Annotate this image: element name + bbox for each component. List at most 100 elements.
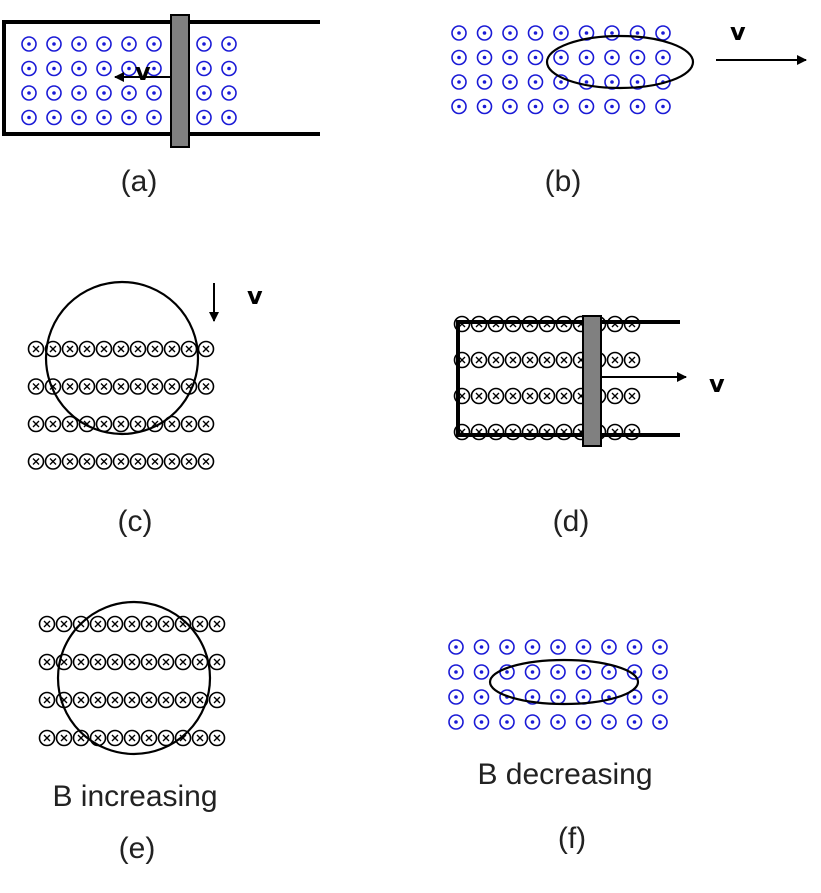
field-into-page-symbol	[521, 351, 539, 369]
wire-loop-b	[545, 34, 695, 90]
field-into-page-symbol	[112, 415, 130, 433]
field-into-page-symbol	[106, 691, 124, 709]
panel-c	[27, 280, 219, 470]
field-out-of-page-symbol	[46, 36, 62, 52]
field-into-page-symbol	[38, 729, 56, 747]
field-into-page-symbol	[106, 653, 124, 671]
field-into-page-symbol	[123, 691, 141, 709]
field-out-of-page-symbol	[527, 98, 544, 115]
field-into-page-symbol	[470, 387, 488, 405]
field-out-of-page-symbol	[121, 85, 137, 101]
field-into-page-symbol	[38, 653, 56, 671]
field-into-page-symbol	[72, 653, 90, 671]
field-out-of-page-symbol	[451, 98, 467, 115]
field-into-page-symbol	[129, 340, 147, 358]
field-into-page-symbol	[112, 378, 130, 395]
field-out-of-page-symbol	[550, 714, 566, 730]
field-out-of-page-symbol	[196, 36, 212, 52]
field-into-page-symbol	[197, 340, 215, 358]
field-into-page-symbol	[555, 387, 573, 405]
field-into-page-symbol	[140, 615, 158, 633]
field-into-page-symbol	[44, 453, 62, 470]
field-out-of-page-symbol	[96, 36, 112, 52]
field-into-page-symbol	[146, 378, 164, 395]
field-into-page-symbol	[55, 729, 73, 747]
field-into-page-symbol	[61, 340, 79, 358]
field-into-page-symbol	[521, 387, 539, 405]
panel-b	[451, 25, 807, 115]
velocity-label-c: v	[247, 282, 263, 310]
field-out-of-page-symbol	[524, 714, 541, 730]
field-into-page-symbol	[538, 423, 556, 441]
field-into-page-symbol	[208, 653, 226, 671]
field-into-page-symbol	[191, 729, 209, 747]
sliding-rod-a	[170, 14, 190, 148]
field-into-page-symbol	[72, 691, 90, 709]
field-out-of-page-symbol	[524, 639, 541, 655]
field-into-page-symbol	[606, 423, 624, 441]
field-into-page-symbol	[521, 423, 539, 441]
field-out-of-page-symbol	[476, 25, 493, 41]
field-into-page-symbol	[78, 378, 96, 395]
field-into-page-symbol	[157, 691, 175, 709]
field-into-page-symbol	[487, 423, 505, 441]
field-into-page-symbol	[163, 453, 181, 470]
rail-frame-a	[2, 20, 320, 136]
field-into-page-symbol	[180, 453, 198, 470]
field-out-of-page-symbol	[476, 49, 493, 66]
field-into-page-symbol	[180, 415, 198, 433]
field-into-page-symbol	[208, 615, 226, 633]
field-into-page-symbol	[487, 387, 505, 405]
field-out-of-page-symbol	[629, 98, 646, 115]
field-into-page-symbol	[44, 415, 62, 433]
field-into-page-symbol	[606, 387, 624, 405]
field-out-of-page-symbol	[652, 689, 668, 705]
field-into-page-symbol	[555, 351, 573, 369]
field-out-of-page-symbol	[601, 714, 617, 730]
field-out-of-page-symbol	[121, 109, 137, 126]
field-out-of-page-symbol	[502, 25, 518, 41]
field-out-of-page-symbol	[473, 714, 490, 730]
field-into-page-symbol	[191, 615, 209, 633]
field-into-page-symbol	[123, 729, 141, 747]
field-out-of-page-symbol	[652, 639, 668, 655]
field-out-of-page-symbol	[96, 85, 112, 101]
field-out-of-page-symbol	[21, 109, 37, 126]
field-into-page-symbol	[504, 387, 522, 405]
field-out-of-page-symbol	[499, 639, 515, 655]
field-into-page-symbol	[140, 729, 158, 747]
field-out-of-page-symbol	[96, 109, 112, 126]
caption-e: B increasing	[52, 780, 218, 813]
field-into-page-symbol	[174, 691, 192, 709]
field-out-of-page-symbol	[502, 49, 518, 66]
panel-label-b: (b)	[544, 165, 582, 198]
field-out-of-page-symbol	[451, 25, 467, 41]
field-out-of-page-symbol	[575, 714, 592, 730]
field-out-of-page-symbol	[550, 689, 566, 705]
field-out-of-page-symbol	[652, 664, 668, 680]
wire-loop-f	[488, 658, 640, 706]
field-into-page-symbol	[27, 340, 45, 358]
field-into-page-symbol	[89, 653, 107, 671]
panel-f	[448, 639, 668, 730]
field-out-of-page-symbol	[575, 639, 592, 655]
field-into-page-symbol	[112, 453, 130, 470]
field-out-of-page-symbol	[196, 85, 212, 101]
field-out-of-page-symbol	[146, 36, 162, 52]
field-into-page-symbol	[538, 387, 556, 405]
field-out-of-page-f	[448, 639, 668, 730]
panel-label-d: (d)	[552, 505, 590, 538]
field-out-of-page-symbol	[524, 664, 541, 680]
field-into-page-symbol	[504, 423, 522, 441]
velocity-label-a: v	[135, 58, 151, 86]
field-out-of-page-symbol	[46, 85, 62, 101]
field-out-of-page-symbol	[71, 60, 87, 77]
field-out-of-page-symbol	[221, 109, 237, 126]
field-out-of-page-symbol	[655, 25, 671, 41]
field-into-page-symbol	[140, 653, 158, 671]
field-into-page-symbol	[95, 453, 113, 470]
field-into-page-symbol	[95, 340, 113, 358]
field-out-of-page-symbol	[578, 98, 595, 115]
field-out-of-page-symbol	[196, 60, 212, 77]
field-into-page-symbol	[146, 340, 164, 358]
